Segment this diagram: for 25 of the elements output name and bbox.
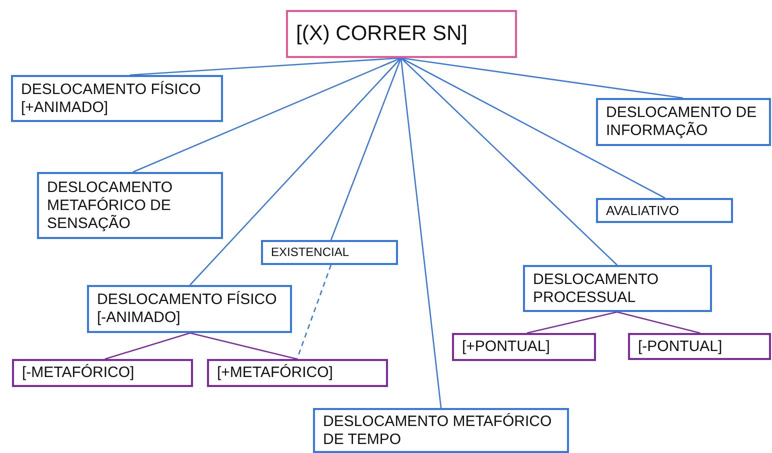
connector-line [616,311,700,334]
connector-line [400,58,618,266]
feature-box: [-PONTUAL] [628,333,771,360]
category-box: DESLOCAMENTO METAFÓRICO DE TEMPO [313,408,569,453]
category-box: DESLOCAMENTO PROCESSUAL [523,265,712,312]
category-box: EXISTENCIAL [261,240,398,265]
connector-line [400,57,666,199]
connector-line [296,264,332,360]
connector-line [526,311,618,334]
connector-line [104,332,190,360]
category-box: DESLOCAMENTO FÍSICO [+ANIMADO] [11,75,223,122]
connector-line [400,58,442,408]
root-box: [(X) CORRER SN] [286,10,517,58]
connector-line [190,58,402,286]
connector-line [330,58,402,240]
category-box: DESLOCAMENTO FÍSICO [-ANIMADO] [87,285,292,333]
feature-box: [+PONTUAL] [452,333,596,361]
connector-line [190,332,298,360]
feature-box: [-METAFÓRICO] [12,359,193,387]
category-box: DESLOCAMENTO METAFÓRICO DE SENSAÇÃO [37,172,223,239]
category-box: AVALIATIVO [596,198,733,223]
connector-line [400,57,684,99]
connector-line [132,57,402,173]
category-box: DESLOCAMENTO DE INFORMAÇÃO [596,98,771,146]
feature-box: [+METAFÓRICO] [207,359,388,387]
